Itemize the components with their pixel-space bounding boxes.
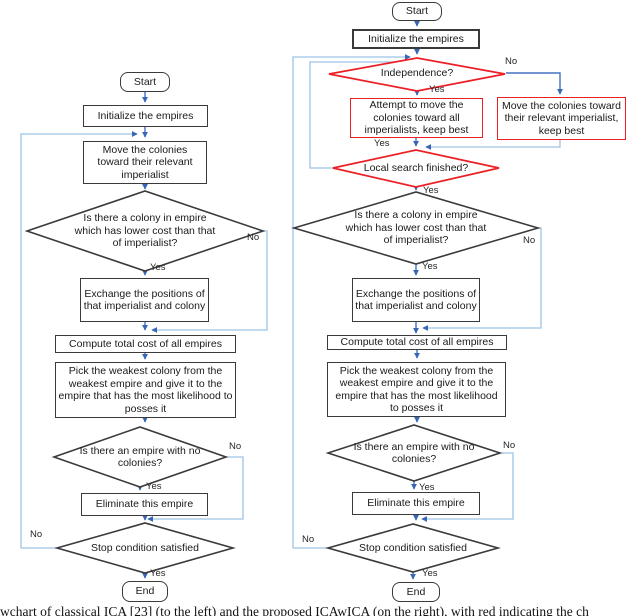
edge-label-no: No [302, 534, 315, 545]
edge-label-no: No [30, 529, 43, 540]
node-right-start: Start [392, 2, 442, 21]
label-left-empty-empire-check: Is there an empire with no colonies? [79, 444, 201, 470]
node-right-compute: Compute total cost of all empires [327, 335, 507, 350]
diamond-right-independence-check [328, 57, 506, 92]
diamond-right-stop-check [325, 523, 501, 573]
edge-label-no: No [229, 441, 242, 452]
edge-left-empire-no-loop [147, 456, 244, 522]
edge-right-empire-no-loop [421, 452, 514, 522]
label-right-local-search-check: Local search finished? [363, 161, 469, 174]
diamond-right-empty-empire-check [325, 424, 503, 482]
diamond-left-colony-check [24, 190, 266, 272]
node-left-initialize: Initialize the empires [83, 105, 208, 127]
figure-caption: wchart of classical ICA [23] (to the lef… [0, 604, 589, 616]
edge-right-stop-no-loop [292, 54, 411, 549]
edge-label-yes: Yes [422, 568, 438, 579]
edge-label-no: No [505, 56, 518, 67]
diamond-left-empty-empire-check [51, 426, 229, 488]
edge-label-yes: Yes [422, 261, 438, 272]
edge-label-yes: Yes [423, 185, 439, 196]
node-left-end: End [122, 581, 168, 602]
edge-label-yes: Yes [429, 84, 445, 95]
edge-right-localsearch-no-loop [309, 59, 411, 169]
diamond-right-local-search-check [332, 149, 500, 188]
label-right-stop-check: Stop condition satisfied [359, 542, 467, 555]
edge-label-yes: Yes [374, 138, 390, 149]
node-left-eliminate: Eliminate this empire [81, 493, 208, 516]
edge-right-move-to-localsearch [425, 140, 561, 150]
node-right-pick: Pick the weakest colony from the weakest… [327, 362, 506, 417]
node-right-attempt-move: Attempt to move the colonies toward all … [350, 98, 483, 138]
diamond-right-colony-check [291, 191, 541, 265]
label-right-colony-check: Is there a colony in empire which has lo… [345, 209, 487, 247]
edge-label-no: No [523, 235, 536, 246]
node-left-pick: Pick the weakest colony from the weakest… [55, 362, 236, 418]
node-right-move-keep-best: Move the colonies toward their relevant … [497, 97, 626, 140]
node-left-move: Move the colonies toward their relevant … [83, 141, 207, 184]
node-left-compute: Compute total cost of all empires [55, 335, 236, 353]
label-right-empty-empire-check: Is there an empire with no colonies? [353, 440, 475, 466]
label-left-colony-check: Is there a colony in empire which has lo… [74, 212, 216, 250]
label-right-independence-check: Independence? [380, 67, 454, 80]
node-right-eliminate: Eliminate this empire [352, 492, 480, 515]
edge-right-independence-no [506, 72, 563, 95]
node-right-end: End [392, 582, 440, 602]
edge-left-stop-no-loop [20, 131, 138, 549]
node-left-start: Start [120, 72, 170, 92]
edge-label-yes: Yes [146, 481, 162, 492]
edge-label-no: No [247, 232, 260, 243]
node-left-exchange: Exchange the positions of that imperiali… [80, 278, 209, 322]
node-right-initialize: Initialize the empires [352, 29, 480, 49]
label-left-stop-check: Stop condition satisfied [91, 542, 199, 555]
edge-label-no: No [503, 440, 516, 451]
edge-label-yes: Yes [150, 568, 166, 579]
node-right-exchange: Exchange the positions of that imperiali… [352, 278, 480, 322]
diamond-left-stop-check [54, 522, 236, 574]
edge-label-yes: Yes [150, 262, 166, 273]
edge-label-yes: Yes [419, 482, 435, 493]
